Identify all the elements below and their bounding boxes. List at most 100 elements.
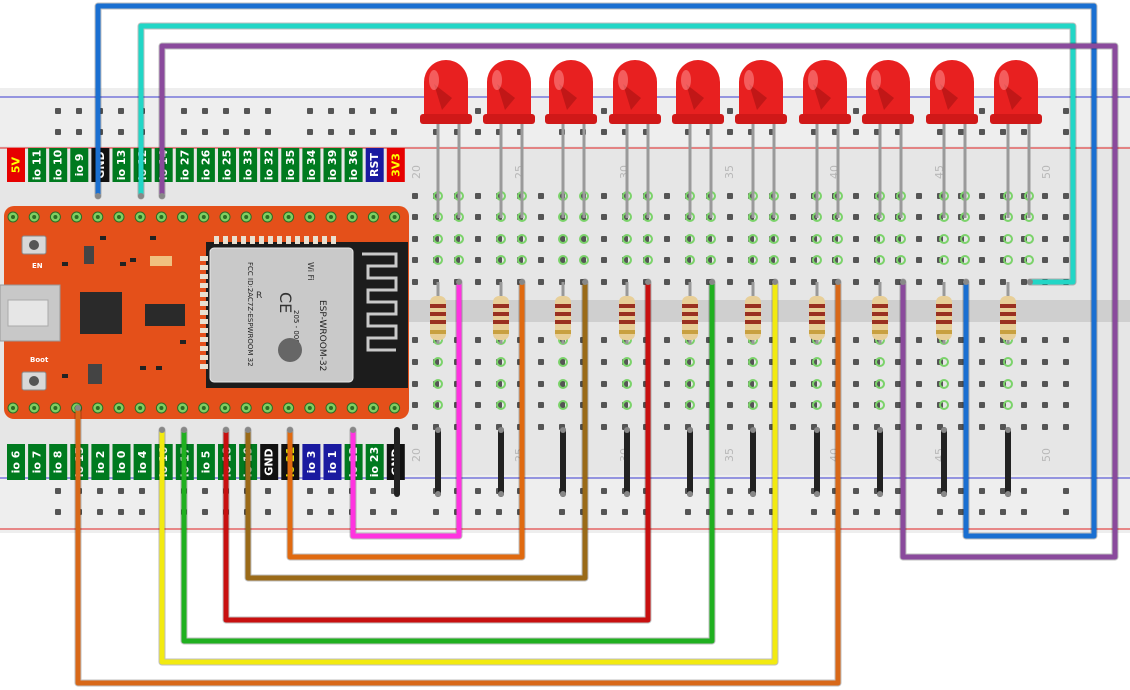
hole [475, 236, 481, 242]
rail-hole [475, 509, 481, 515]
top-pin-label-bg [196, 148, 215, 182]
rail-hole [727, 488, 733, 494]
resistor [745, 282, 761, 344]
led-rim [799, 114, 851, 124]
led-die [623, 84, 641, 110]
hole [937, 279, 943, 285]
breadboard-number: 50 [1040, 448, 1053, 462]
hole [538, 257, 544, 263]
top-pin-label-text: io 35 [284, 150, 297, 180]
led-rim [926, 114, 978, 124]
top-pin-label-bg [70, 148, 89, 182]
red-led [862, 60, 914, 218]
jumper-end [687, 491, 693, 497]
module-pad [200, 292, 208, 297]
hole [475, 257, 481, 263]
led-body [739, 60, 783, 120]
rail-hole [958, 129, 964, 135]
top-pin-label: io 13 [112, 148, 131, 182]
connected-hole [685, 357, 695, 367]
bottom-pin-label-bg [91, 444, 110, 480]
bottom-pin-label-text: io 8 [52, 451, 65, 474]
rail-hole [181, 108, 187, 114]
top-pin-label: io 10 [49, 148, 68, 182]
smd-part [140, 366, 146, 370]
rail-hole [265, 509, 271, 515]
led-rim [735, 114, 787, 124]
header-pin-hole [286, 406, 291, 410]
header-pin-hole [329, 406, 333, 410]
connected-hole [496, 379, 506, 389]
led-highlight [999, 70, 1009, 90]
breadboard-number: 50 [1040, 165, 1053, 179]
components [394, 60, 1042, 497]
header-pin-hole [371, 215, 376, 219]
smd-part [150, 236, 156, 240]
rail-hole [223, 129, 229, 135]
bottom-pin-label-text: io 2 [94, 451, 107, 474]
bottom-pin-label-bg [365, 444, 384, 480]
bottom-pin-label: GND [260, 444, 279, 480]
header-pin-hole [350, 215, 355, 219]
bottom-pin-label-text: io 23 [368, 447, 381, 477]
connected-hole [643, 234, 653, 244]
resistor-band [493, 304, 509, 308]
module-pad [200, 283, 208, 288]
hole [895, 359, 901, 365]
rail-hole [202, 108, 208, 114]
red-led [799, 60, 851, 218]
hole [1021, 279, 1027, 285]
hole [412, 381, 418, 387]
resistor-band [872, 304, 888, 308]
rail-hole [118, 129, 124, 135]
rail-hole [307, 129, 313, 135]
blue-wire-end [963, 279, 969, 285]
smd-part [130, 258, 136, 262]
bottom-pin-label-bg [49, 444, 68, 480]
hole [790, 402, 796, 408]
header-pin-hole [32, 406, 37, 410]
hole [958, 337, 964, 343]
connected-hole [685, 255, 695, 265]
breadboard-number: 20 [410, 448, 423, 462]
led-highlight [744, 70, 754, 90]
rail-hole [370, 509, 376, 515]
rail-hole [55, 129, 61, 135]
hole [664, 214, 670, 220]
connected-hole [1003, 357, 1013, 367]
rail-hole [265, 488, 271, 494]
hole [664, 402, 670, 408]
resistor-band [872, 330, 888, 334]
rail-hole [55, 108, 61, 114]
module-pad [331, 236, 336, 244]
hole [853, 359, 859, 365]
connected-hole [496, 234, 506, 244]
rail-hole [1000, 488, 1006, 494]
connected-hole [1003, 234, 1013, 244]
module-name: ESP-WROOM-32 [317, 300, 327, 371]
led-die [749, 84, 767, 110]
connected-hole [706, 234, 716, 244]
module-pad [200, 310, 208, 315]
bottom-pin-label: io 0 [112, 444, 131, 480]
resistor-band [682, 320, 698, 324]
connected-hole [833, 255, 843, 265]
rail-hole [853, 509, 859, 515]
resistor [430, 282, 446, 344]
hole [853, 236, 859, 242]
header-pin-hole [95, 406, 100, 410]
connected-hole [960, 234, 970, 244]
hole [1063, 337, 1069, 343]
hole [664, 359, 670, 365]
connected-hole [433, 357, 443, 367]
bottom-pin-label-bg [133, 444, 152, 480]
hole [664, 236, 670, 242]
connected-hole [433, 400, 443, 410]
magenta-wire-end [350, 427, 356, 433]
rail-hole [370, 129, 376, 135]
led-rim [545, 114, 597, 124]
top-pin-label: io 25 [218, 148, 236, 182]
red-led [545, 60, 597, 218]
top-pin-label-bg [260, 148, 279, 182]
